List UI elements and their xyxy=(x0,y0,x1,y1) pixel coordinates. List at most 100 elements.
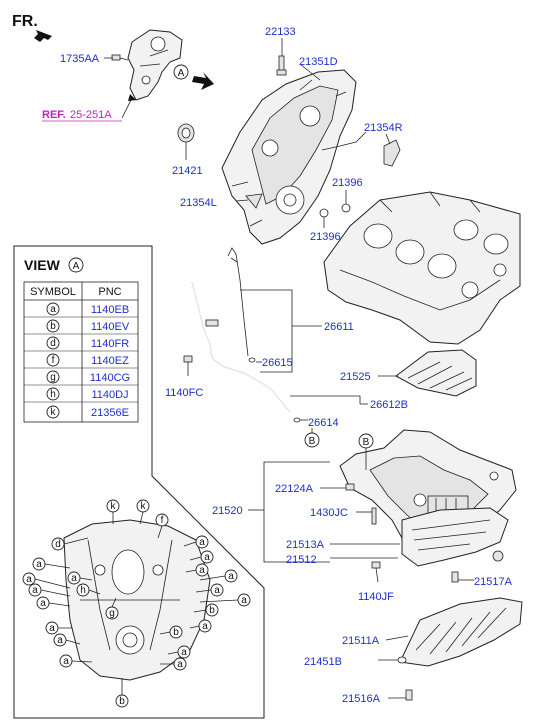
bolt-leader-lines xyxy=(34,511,239,695)
label-1735aa: 1735AA xyxy=(60,53,100,65)
svg-text:a: a xyxy=(199,537,205,548)
oil-level-gauge xyxy=(227,247,249,357)
svg-text:b: b xyxy=(209,605,215,616)
front-arrow-icon xyxy=(34,30,52,42)
svg-text:f: f xyxy=(161,515,164,526)
label-21421: 21421 xyxy=(172,165,203,177)
table-header-pnc: PNC xyxy=(98,286,121,298)
seal-21421 xyxy=(177,123,195,143)
oil-strainer xyxy=(399,597,523,667)
svg-text:a: a xyxy=(202,621,208,632)
svg-text:21356E: 21356E xyxy=(91,407,129,419)
table-row: h 1140DJ xyxy=(46,387,129,401)
reference-label: 25-251A xyxy=(70,109,112,121)
bolt-1735aa xyxy=(111,54,129,61)
svg-text:d: d xyxy=(50,338,56,349)
svg-text:1140EZ: 1140EZ xyxy=(91,355,129,367)
svg-text:a: a xyxy=(214,585,220,596)
symbol-pnc-table xyxy=(23,281,139,423)
label-21520: 21520 xyxy=(212,505,243,517)
sensor-22133 xyxy=(276,55,287,76)
label-26615: 26615 xyxy=(262,357,293,369)
svg-text:d: d xyxy=(55,539,61,550)
plug-22124a xyxy=(345,483,355,491)
label-21451b: 21451B xyxy=(304,656,342,668)
label-21354l: 21354L xyxy=(180,197,217,209)
table-row: f 1140EZ xyxy=(46,353,129,367)
gasket-21451b xyxy=(397,656,407,664)
marker-b-circle-upper xyxy=(358,433,374,449)
oring-21396-lower xyxy=(319,208,329,218)
label-21396-lower: 21396 xyxy=(310,231,341,243)
label-1140fc: 1140FC xyxy=(165,387,203,399)
gasket-21354r xyxy=(383,139,401,167)
cylinder-block xyxy=(323,191,521,345)
marker-b-label-upper: B xyxy=(363,437,370,448)
label-1140jf: 1140JF xyxy=(358,591,394,603)
svg-text:1140EB: 1140EB xyxy=(91,304,129,316)
direction-arrow-icon xyxy=(192,72,214,90)
svg-text:k: k xyxy=(111,501,117,512)
svg-text:a: a xyxy=(40,598,46,609)
label-22133: 22133 xyxy=(265,26,296,38)
marker-a-circle xyxy=(173,64,189,80)
svg-text:a: a xyxy=(57,635,63,646)
pin-1430jc xyxy=(371,507,377,525)
marker-b-circle-lower xyxy=(304,432,320,448)
label-21517a: 21517A xyxy=(474,576,513,588)
svg-text:a: a xyxy=(32,585,38,596)
drain-plug-21512 xyxy=(492,550,504,562)
water-pump-housing xyxy=(127,29,183,101)
svg-text:a: a xyxy=(26,574,32,585)
marker-a-label: A xyxy=(178,68,185,79)
svg-text:g: g xyxy=(109,608,115,619)
table-row: b 1140EV xyxy=(46,319,130,333)
reference-prefix: REF. xyxy=(42,109,66,121)
label-21516a: 21516A xyxy=(342,693,381,705)
oring-26614 xyxy=(293,417,301,423)
svg-text:a: a xyxy=(181,647,187,658)
svg-text:h: h xyxy=(80,585,86,596)
front-label: FR. xyxy=(12,13,38,30)
gasket-21354l xyxy=(245,193,263,209)
svg-text:k: k xyxy=(141,501,147,512)
label-1430jc: 1430JC xyxy=(310,507,348,519)
svg-text:b: b xyxy=(173,627,179,638)
label-22124a: 22124A xyxy=(275,483,314,495)
label-26611: 26611 xyxy=(324,321,354,333)
svg-text:a: a xyxy=(204,552,210,563)
label-21513a: 21513A xyxy=(286,539,325,551)
svg-text:h: h xyxy=(50,389,56,400)
oil-gauge-guide xyxy=(191,281,291,413)
oil-pan-lower xyxy=(401,507,509,567)
label-21512: 21512 xyxy=(286,554,317,566)
label-21396-upper: 21396 xyxy=(332,177,363,189)
svg-text:a: a xyxy=(50,304,56,315)
oring-26615 xyxy=(248,357,256,363)
bolt-callouts: k k f d a a a a a a a a h a a a b g a b … xyxy=(22,499,251,708)
svg-text:a: a xyxy=(228,571,234,582)
svg-text:k: k xyxy=(51,407,57,418)
svg-text:f: f xyxy=(52,355,55,366)
table-row: k 21356E xyxy=(46,405,129,419)
svg-text:1140DJ: 1140DJ xyxy=(91,389,128,401)
label-21354r: 21354R xyxy=(364,122,403,134)
svg-text:a: a xyxy=(199,565,205,576)
table-header-symbol: SYMBOL xyxy=(30,286,76,298)
bolt-21516a xyxy=(405,689,413,701)
view-marker-label: A xyxy=(73,261,80,272)
oring-21396-upper xyxy=(341,203,351,213)
table-row: d 1140FR xyxy=(46,336,129,350)
svg-text:b: b xyxy=(50,321,56,332)
bolt-1140jf xyxy=(371,561,381,583)
label-21511a: 21511A xyxy=(342,635,380,647)
svg-text:a: a xyxy=(241,595,247,606)
svg-text:a: a xyxy=(36,559,42,570)
svg-text:1140CG: 1140CG xyxy=(90,372,130,384)
svg-text:a: a xyxy=(71,573,77,584)
marker-b-label-lower: B xyxy=(309,436,316,447)
timing-cover xyxy=(221,69,357,245)
svg-text:a: a xyxy=(63,656,69,667)
label-21525: 21525 xyxy=(340,371,371,383)
